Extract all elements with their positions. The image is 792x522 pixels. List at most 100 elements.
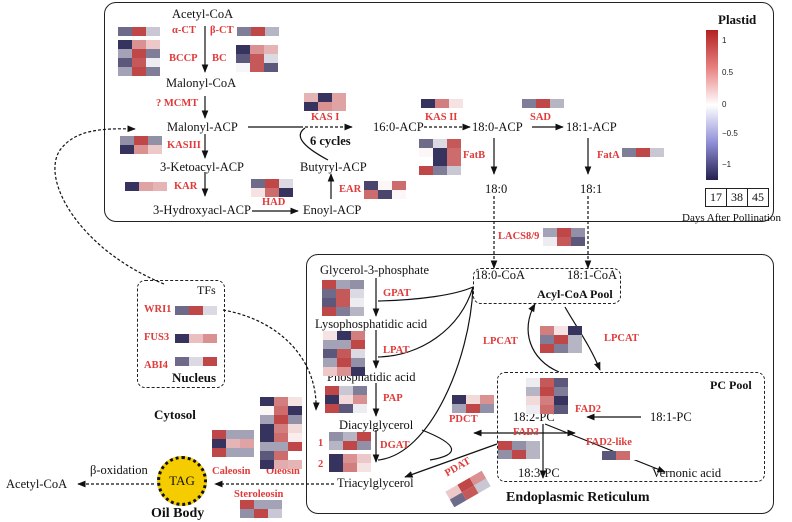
metabolite-butyryl-acp: Butyryl-ACP: [300, 160, 367, 174]
heatmap-cell: [554, 405, 568, 414]
heatmap-cell: [264, 54, 278, 63]
heatmap-cell: [554, 378, 568, 387]
enzyme-fad2: FAD2: [575, 404, 602, 415]
heatmap-cell: [339, 395, 353, 404]
heatmap-cell: [543, 228, 557, 237]
heatmap-cell: [279, 188, 293, 197]
heatmap-cell: [265, 27, 279, 36]
heatmap-cell: [260, 415, 274, 424]
heatmap-fad2: [526, 378, 568, 414]
metabolite-tag: Triacylglycerol: [337, 476, 414, 490]
heatmap-cell: [512, 441, 526, 450]
heatmap-fad3: [498, 441, 540, 459]
legend-tick: 0: [722, 100, 727, 109]
heatmap-cell: [260, 406, 274, 415]
heatmap-cell: [189, 334, 203, 343]
heatmap-cell: [323, 331, 337, 340]
tag-oil-droplet: TAG: [157, 456, 207, 506]
enzyme-kar: KAR: [174, 181, 198, 192]
heatmap-cell: [554, 326, 568, 335]
heatmap-cell: [540, 344, 554, 353]
heatmap-cell: [288, 424, 302, 433]
heatmap-cell: [226, 439, 240, 448]
heatmap-cell: [498, 450, 512, 459]
metabolite-18-1-coa: 18:1-CoA: [567, 268, 617, 282]
heatmap-cell: [540, 405, 554, 414]
heatmap-cell: [153, 182, 167, 191]
heatmap-cell: [540, 326, 554, 335]
enzyme-lpcat-right: LPCAT: [604, 333, 639, 344]
heatmap-cell: [557, 228, 571, 237]
enzyme-kas1: KAS I: [311, 112, 340, 123]
legend-day-17: 17: [705, 188, 727, 207]
heatmap-cell: [260, 433, 274, 442]
enzyme-had: HAD: [262, 197, 286, 208]
heatmap-cell: [336, 298, 350, 307]
heatmap-cell: [120, 145, 134, 154]
heatmap-cell: [351, 367, 365, 376]
heatmap-cell: [318, 93, 332, 102]
heatmap-cell: [132, 49, 146, 58]
heatmap-cell: [350, 289, 364, 298]
heatmap-ear: [364, 181, 406, 199]
heatmap-cell: [323, 358, 337, 367]
metabolite-16-0-acp: 16:0-ACP: [373, 120, 424, 134]
heatmap-cell: [466, 395, 480, 404]
heatmap-cell: [392, 190, 406, 199]
heatmap-cell: [540, 387, 554, 396]
heatmap-cell: [118, 58, 132, 67]
heatmap-cell: [132, 58, 146, 67]
heatmap-cell: [350, 298, 364, 307]
heatmap-cell: [322, 298, 336, 307]
heatmap-cell: [616, 451, 630, 460]
metabolite-acetyl-coa: Acetyl-CoA: [172, 7, 234, 21]
heatmap-cell: [433, 157, 447, 166]
heatmap-cell: [148, 145, 162, 154]
heatmap-cell: [447, 157, 461, 166]
heatmap-cell: [175, 357, 189, 366]
oil-body-label: Oil Body: [151, 506, 205, 521]
metabolite-dag: Diacylglycerol: [339, 418, 414, 432]
heatmap-cell: [353, 404, 367, 413]
heatmap-cell: [350, 307, 364, 316]
metabolite-18-1-acp: 18:1-ACP: [566, 120, 617, 134]
heatmap-cell: [274, 397, 288, 406]
heatmap-wri1: [175, 306, 217, 315]
heatmap-cell: [240, 430, 254, 439]
heatmap-cell: [452, 404, 466, 413]
legend-day-38: 38: [726, 188, 748, 207]
heatmap-cell: [526, 450, 540, 459]
heatmap-cell: [554, 387, 568, 396]
heatmap-cell: [250, 63, 264, 72]
heatmap-cell: [378, 190, 392, 199]
heatmap-cell: [125, 182, 139, 191]
legend-tick: 1: [722, 36, 727, 45]
metabolite-enoyl-acp: Enoyl-ACP: [303, 203, 362, 217]
enzyme-caleosin: Caleosin: [212, 466, 251, 477]
heatmap-lpcat: [540, 326, 582, 353]
heatmap-cell: [264, 45, 278, 54]
heatmap-cell: [146, 40, 160, 49]
plastid-compartment: [104, 2, 774, 222]
heatmap-cell: [237, 27, 251, 36]
heatmap-cell: [288, 415, 302, 424]
heatmap-cell: [554, 335, 568, 344]
dgat-isoform-2: 2: [318, 459, 324, 470]
heatmap-cell: [212, 448, 226, 457]
heatmap-cell: [329, 441, 343, 450]
heatmap-cell: [274, 406, 288, 415]
heatmap-cell: [268, 500, 282, 509]
heatmap-cell: [339, 386, 353, 395]
heatmap-cell: [357, 463, 371, 472]
heatmap-cell: [146, 27, 160, 36]
heatmap-cell: [540, 396, 554, 405]
heatmap-cell: [236, 54, 250, 63]
heatmap-cell: [132, 40, 146, 49]
heatmap-cell: [322, 280, 336, 289]
metabolite-vernonic-acid: Vernonic acid: [652, 466, 722, 480]
heatmap-cell: [304, 93, 318, 102]
heatmap-cell: [343, 463, 357, 472]
heatmap-cell: [337, 349, 351, 358]
enzyme-wri1: WRI1: [144, 304, 172, 315]
six-cycles-label: 6 cycles: [310, 134, 351, 148]
